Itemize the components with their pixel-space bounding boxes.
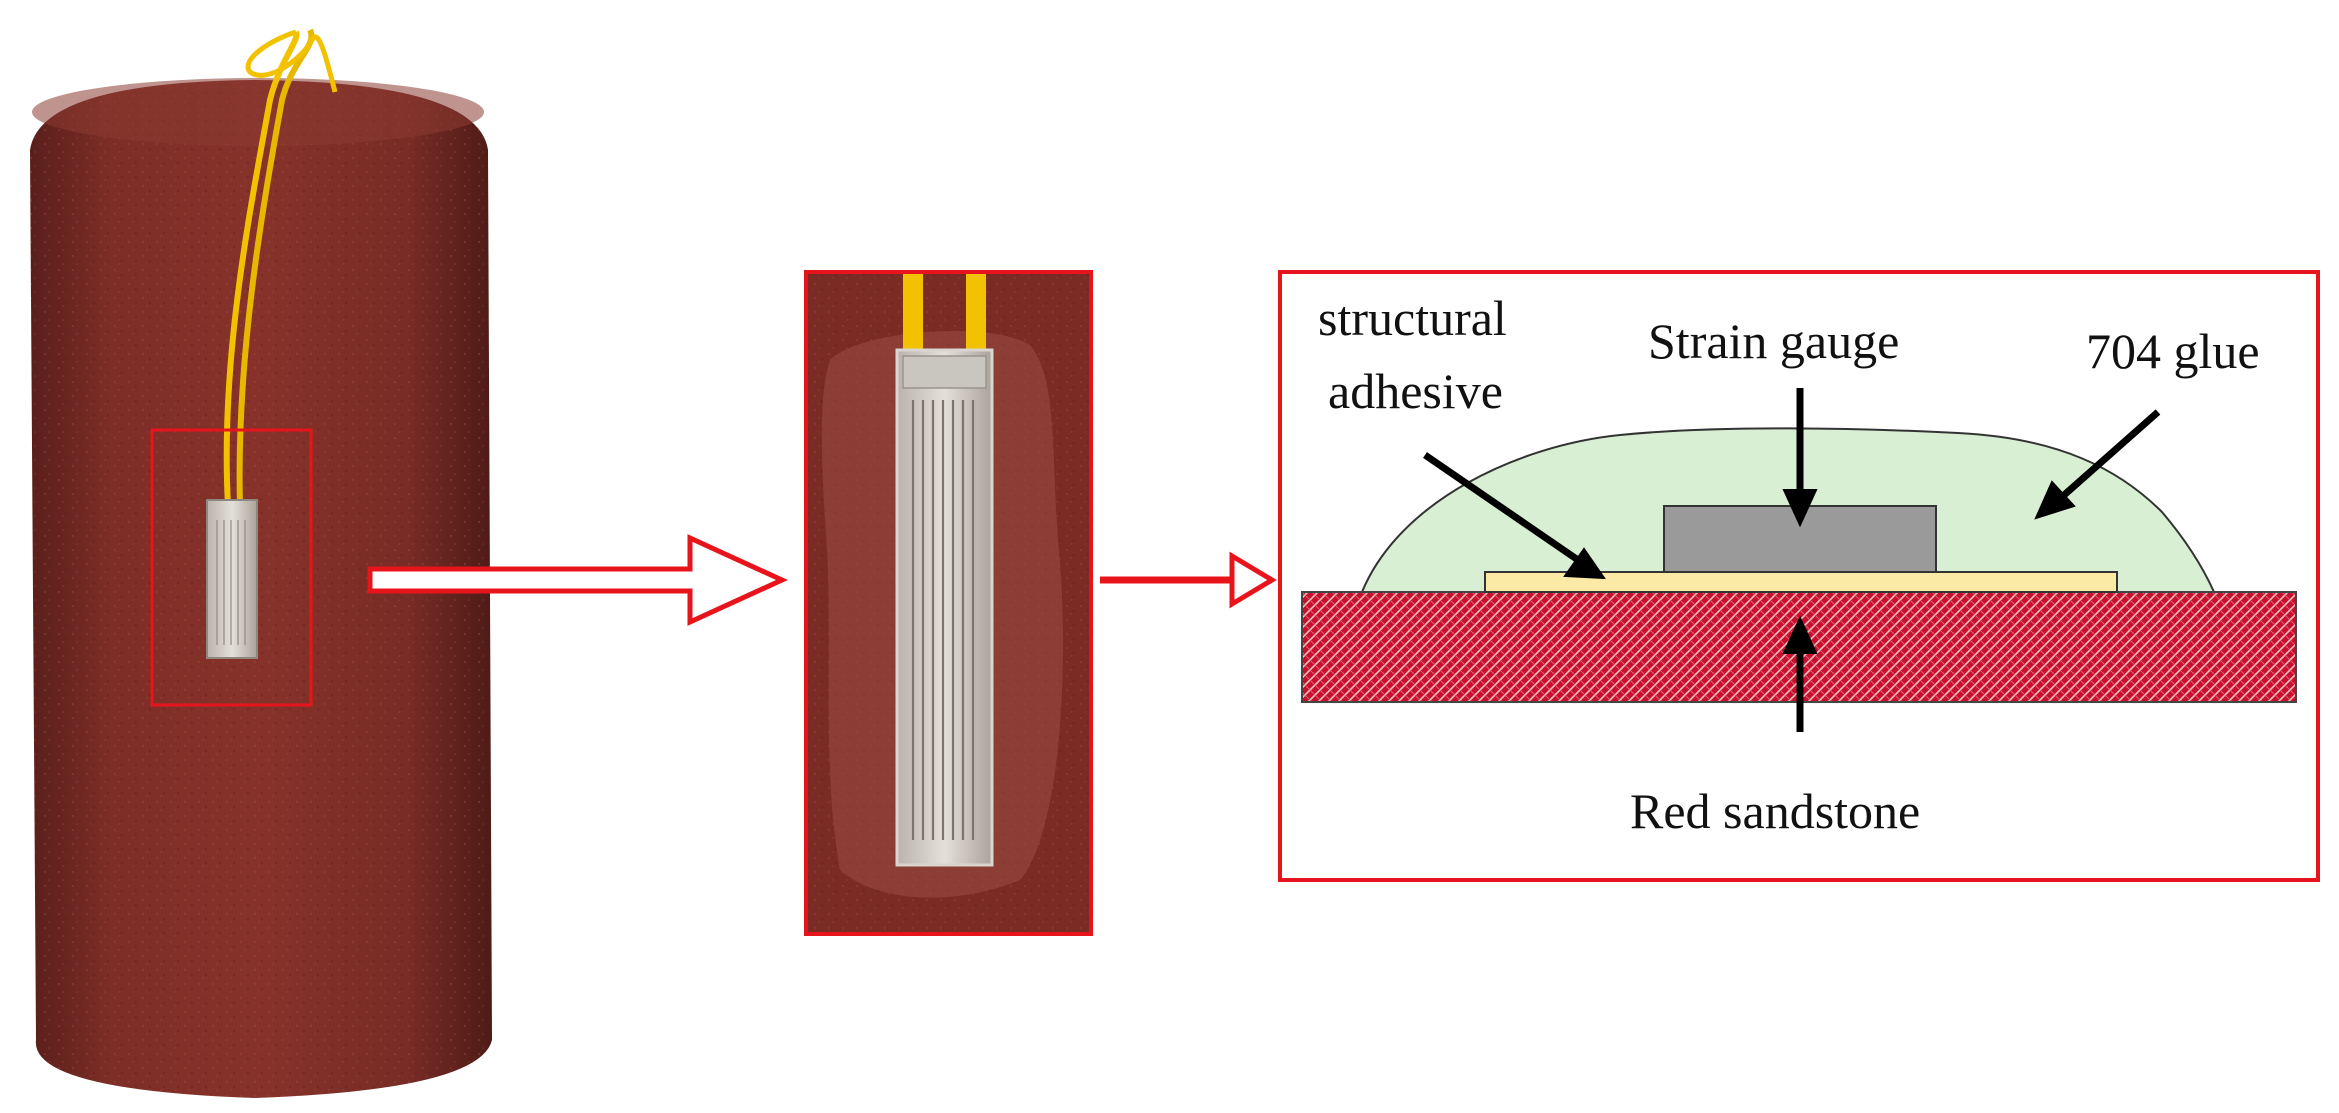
specimen-texture (30, 80, 492, 1098)
arrow-to-gauge (1782, 388, 1818, 528)
lead-wires (223, 28, 338, 506)
specimen-highlight-box (150, 428, 313, 707)
label-structural: structural (1318, 290, 1507, 346)
closeup-gauge-body (895, 348, 994, 867)
sandstone-specimen-photo (30, 28, 492, 1098)
closeup-highlight-box (804, 270, 1093, 936)
arrow-to-sandstone (1782, 615, 1818, 732)
zoom-arrow-1 (367, 534, 789, 626)
arrow-to-glue (2034, 409, 2161, 520)
label-adhesive: adhesive (1328, 363, 1503, 419)
closeup-gauge-grid (911, 400, 975, 840)
cross-section-schematic: structural adhesive Strain gauge 704 glu… (1278, 270, 2320, 882)
label-red-sandstone: Red sandstone (1630, 783, 1920, 839)
closeup-lead-wires (903, 272, 986, 364)
label-704-glue: 704 glue (2086, 323, 2260, 379)
zoom-arrow-2 (1100, 551, 1277, 609)
specimen-gauge-grid (216, 520, 246, 645)
leader-arrows (1423, 388, 2161, 732)
arrow-to-adhesive (1423, 452, 1606, 580)
specimen-strain-gauge (206, 499, 258, 659)
specimen-top-face (32, 78, 484, 146)
label-strain-gauge: Strain gauge (1648, 313, 1899, 369)
gauge-closeup-photo (804, 270, 1093, 936)
